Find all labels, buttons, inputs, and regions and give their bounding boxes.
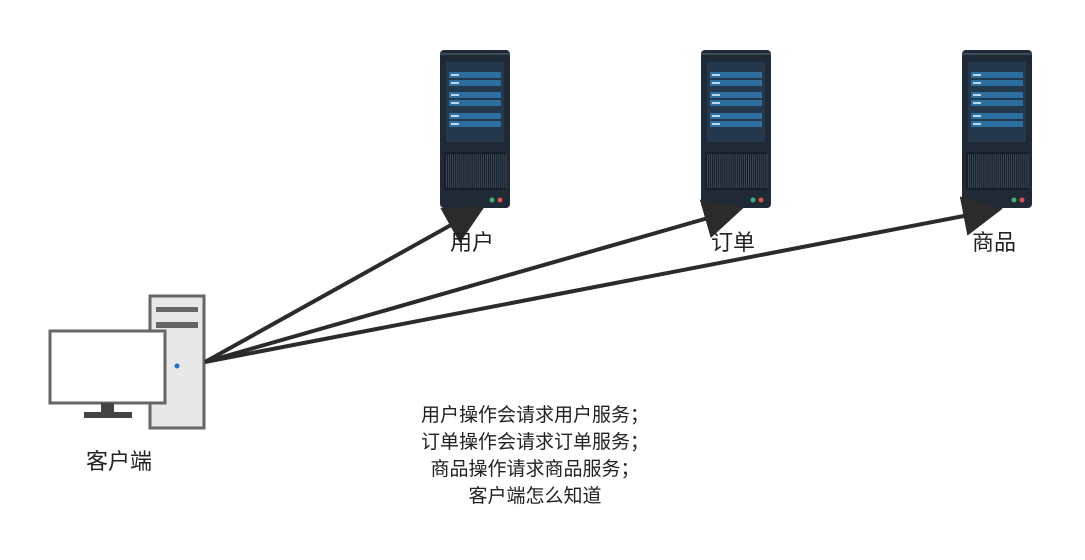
arrows-group [204, 196, 1003, 364]
annotation-note: 用户操作会请求用户服务； 订单操作会请求订单服务； 商品操作请求商品服务； 客户… [335, 402, 735, 510]
note-line: 客户端怎么知道 [468, 485, 602, 507]
server-label-order: 订单 [711, 231, 756, 256]
client-label: 客户端 [86, 450, 153, 475]
note-line: 订单操作会请求订单服务； [420, 431, 649, 453]
server-user-icon [440, 50, 510, 208]
server-label-user: 用户 [450, 231, 495, 256]
client-computer-icon [48, 294, 206, 430]
server-product-icon [962, 50, 1032, 208]
servers-group [440, 50, 1032, 208]
note-line: 商品操作请求商品服务； [430, 458, 640, 480]
arrow-client-to-product [204, 196, 1003, 364]
server-order-icon [701, 50, 771, 208]
server-label-product: 商品 [972, 231, 1017, 256]
arrow-client-to-user [204, 206, 485, 364]
note-line: 用户操作会请求用户服务； [420, 404, 649, 426]
arrow-client-to-order [204, 199, 744, 364]
